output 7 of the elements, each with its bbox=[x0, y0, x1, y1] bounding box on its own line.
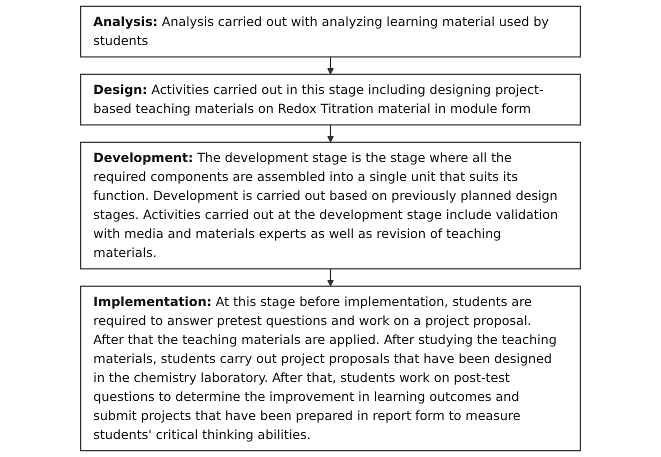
node-box: Implementation: At this stage before implementation, students are required to answer pretest questions and work on a project proposal. After that the teaching materials are applied. After studying the teaching materials, students carry out project proposals that have been designed in the chemistry laboratory. After that, students work on post-test questions to determine the improvement in learning outcomes and submit projects that have been prepared in report form to measure students' critical thinking abilities. bbox=[80, 286, 581, 452]
arrow bbox=[327, 124, 334, 143]
node-box: Development: The development stage is the stage where all the required components are assembled into a single unit that suits its function. Development is carried out based on previously planned design stages. Activities carried out at the development stage include validation with media and materials experts as well as revision of teaching materials. bbox=[80, 142, 581, 270]
arrow bbox=[327, 268, 334, 287]
node-box: Design: Activities carried out in this stage including designing project-based teaching materials on Redox Titration material in module form bbox=[80, 74, 581, 126]
arrow bbox=[327, 56, 334, 75]
node-box: Analysis: Analysis carried out with analyzing learning material used by students bbox=[80, 6, 581, 58]
